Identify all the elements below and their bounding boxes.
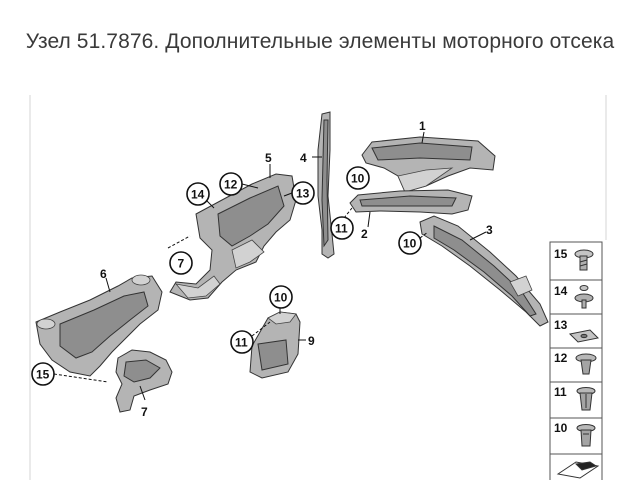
leader-3	[469, 231, 487, 241]
leader-2	[367, 211, 371, 228]
callout-6: 6	[100, 267, 107, 281]
part-2-lower-air-duct	[349, 189, 473, 215]
left-panel-hole-bottom	[36, 318, 56, 330]
part-3-side-channel	[419, 215, 549, 327]
legend-item-14: 14	[549, 279, 603, 315]
callout-10-lower-group: 10	[269, 285, 293, 314]
callout-4: 4	[300, 151, 307, 165]
kit-label-icon	[556, 461, 600, 479]
part-7-lower-bracket	[115, 349, 173, 413]
part-6-left-panel	[35, 274, 163, 377]
part-5-central-bracket	[169, 173, 297, 301]
dash-7-circle	[167, 235, 191, 249]
callout-13: 13	[296, 187, 310, 201]
callout-11-lower: 11	[235, 336, 248, 350]
callout-9: 9	[308, 334, 315, 348]
legend-item-15: 15	[549, 241, 603, 281]
legend-item-13: 13	[549, 313, 603, 349]
legend-number-12: 12	[554, 351, 568, 365]
dash-10-right	[419, 231, 429, 239]
callout-15: 15	[36, 368, 50, 382]
plastic-rivet-icon	[576, 387, 596, 411]
leader-13	[283, 192, 293, 197]
callout-14-group: 14	[186, 182, 215, 209]
legend-number-10: 10	[554, 421, 568, 435]
part-1-upper-air-duct	[361, 136, 496, 193]
legend-item-10: 10	[549, 417, 603, 455]
leader-6	[105, 277, 111, 293]
callout-12-group: 12	[219, 172, 259, 196]
callout-10-right-group: 10	[398, 231, 429, 255]
part-4-vertical-seal	[317, 111, 335, 259]
spreader-rivet-icon	[576, 424, 596, 447]
expanding-rivet-icon	[575, 353, 597, 375]
callout-10-lower: 10	[274, 291, 288, 305]
legend-fasteners: 15 14 13	[549, 241, 603, 480]
callout-10-top: 10	[351, 172, 365, 186]
screw-rivet-icon	[574, 249, 594, 271]
dash-11-lower	[251, 321, 271, 337]
part-9-small-duct	[249, 311, 301, 379]
callout-14: 14	[191, 188, 205, 202]
legend-item-kit	[549, 453, 603, 480]
callout-7-circle: 7	[178, 257, 185, 271]
callout-5: 5	[265, 151, 272, 165]
callout-11-top: 11	[335, 222, 348, 236]
callout-12: 12	[224, 178, 238, 192]
callout-7: 7	[141, 405, 148, 419]
dash-15	[53, 373, 109, 383]
callout-11-lower-group: 11	[230, 321, 271, 354]
legend-number-15: 15	[554, 247, 568, 261]
callout-13-group: 13	[283, 181, 315, 205]
legend-number-13: 13	[554, 318, 568, 332]
leader-7	[139, 385, 146, 401]
page-title: Узел 51.7876. Дополнительные элементы мо…	[25, 30, 615, 53]
leader-1	[421, 131, 425, 144]
legend-item-11: 11	[549, 381, 603, 419]
callout-7-circle-group: 7	[167, 235, 193, 275]
callout-15-group: 15	[31, 362, 109, 386]
callout-10-right: 10	[403, 237, 417, 251]
callout-11-top-group: 11	[330, 207, 354, 240]
push-pin-icon	[574, 285, 594, 309]
dash-11-top	[343, 207, 353, 219]
callout-3: 3	[486, 223, 493, 237]
leader-12	[241, 183, 259, 189]
callout-2: 2	[361, 227, 368, 241]
legend-item-12: 12	[549, 347, 603, 383]
left-panel-hole-top	[131, 274, 151, 286]
clip-nut-icon	[568, 329, 600, 343]
leader-14	[205, 199, 215, 209]
legend-number-11: 11	[554, 385, 567, 399]
callout-10-top-group: 10	[346, 166, 370, 190]
callout-1: 1	[419, 119, 426, 133]
legend-number-14: 14	[554, 284, 568, 298]
